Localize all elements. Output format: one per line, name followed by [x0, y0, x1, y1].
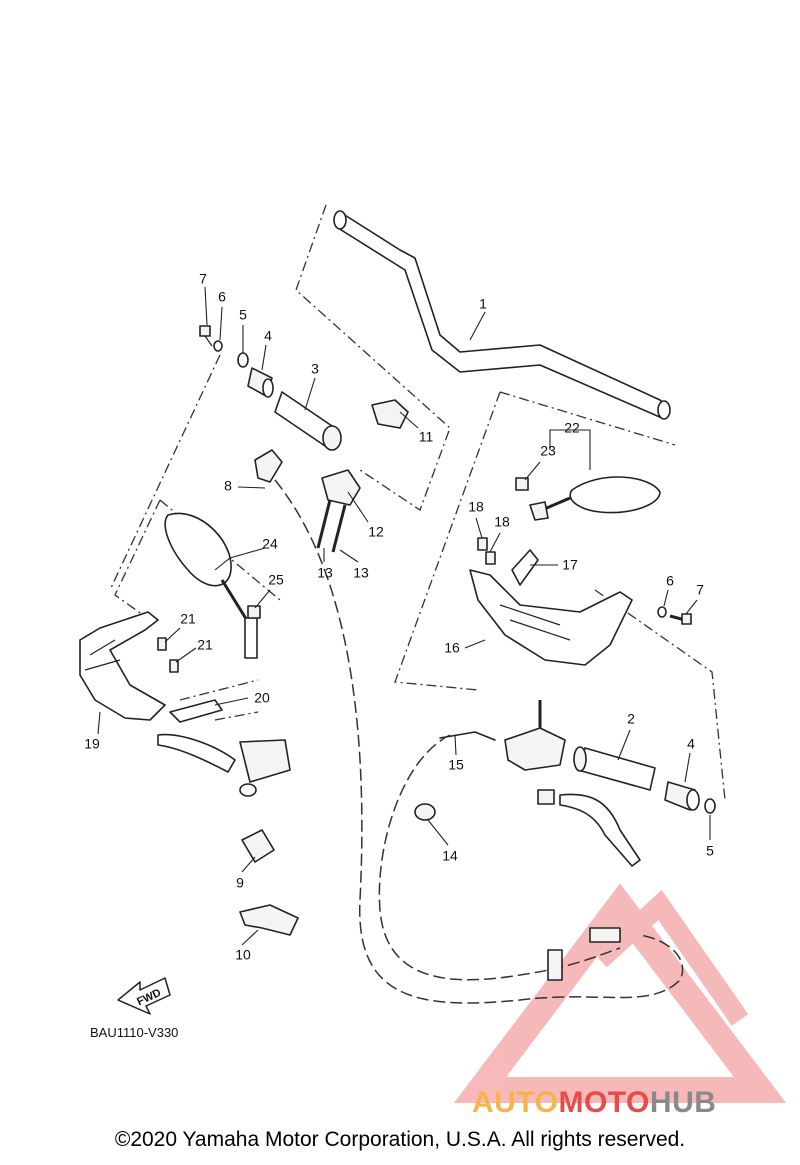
guard-screw-right-1[interactable]: [477, 537, 488, 551]
callout-4-right[interactable]: 4: [687, 736, 695, 752]
right-group-outline: [394, 391, 676, 691]
leader-lines: [97, 286, 711, 946]
throttle-cable: [274, 479, 684, 1004]
right-mirror[interactable]: [529, 476, 661, 521]
guard-bracket-left[interactable]: [169, 699, 223, 723]
left-grip[interactable]: [274, 391, 342, 451]
copyright-notice: ©2020 Yamaha Motor Corporation, U.S.A. A…: [114, 1128, 686, 1151]
callout-14[interactable]: 14: [442, 848, 458, 864]
callout-11[interactable]: 11: [419, 429, 434, 445]
guard-screw-2[interactable]: [169, 659, 179, 673]
screw-left[interactable]: [199, 325, 213, 347]
callout-5[interactable]: 5: [239, 307, 247, 323]
callout-18-b[interactable]: 18: [494, 514, 510, 530]
callout-3[interactable]: 3: [311, 361, 319, 377]
washer-right[interactable]: [704, 798, 716, 814]
watermark-auto: AUTO: [472, 1086, 558, 1119]
left-hand-guard[interactable]: [79, 611, 166, 721]
guard-screw-1[interactable]: [157, 637, 167, 651]
callout-21[interactable]: 21: [180, 611, 196, 627]
bar-end-weight-right[interactable]: [664, 781, 700, 811]
cable-end-8[interactable]: [254, 449, 283, 483]
holder-cap[interactable]: [371, 399, 409, 429]
callout-20[interactable]: 20: [254, 690, 270, 706]
screw-right[interactable]: [669, 613, 692, 625]
callout-13[interactable]: 13: [317, 565, 333, 581]
guard-screw-right-2[interactable]: [485, 551, 496, 565]
right-hand-guard[interactable]: [469, 569, 633, 666]
washer-left[interactable]: [237, 352, 249, 368]
callout-8[interactable]: 8: [224, 478, 232, 494]
watermark-text: AUTOMOTOHUB: [472, 1086, 716, 1119]
spring-washer-right[interactable]: [657, 606, 667, 618]
right-grip[interactable]: [573, 746, 656, 791]
fwd-arrow-icon: FWD: [117, 977, 171, 1015]
handlebar[interactable]: [333, 210, 671, 420]
lower-holder[interactable]: [321, 469, 361, 506]
mirror-nut-left[interactable]: [247, 605, 261, 619]
clutch-lever[interactable]: [559, 793, 641, 867]
cable-adjuster[interactable]: [547, 927, 621, 981]
lever-bracket-outline: [179, 679, 259, 721]
watermark-moto: MOTO: [558, 1086, 649, 1119]
watermark-hub: HUB: [650, 1086, 717, 1119]
callout-24[interactable]: 24: [262, 536, 278, 552]
throttle-cable-2: [378, 734, 621, 981]
callout-21-b[interactable]: 21: [197, 637, 213, 653]
diagram-code: BAU1110-V330: [90, 1025, 178, 1040]
callout-9[interactable]: 9: [236, 875, 244, 891]
callout-25[interactable]: 25: [268, 572, 284, 588]
callout-23[interactable]: 23: [540, 443, 556, 459]
callout-10[interactable]: 10: [235, 947, 251, 963]
callout-18[interactable]: 18: [468, 499, 484, 515]
clamp-9[interactable]: [241, 829, 275, 863]
callout-labels: 1 2 3 4 4 5 5 6 6 7 7 8 9 10 11 12 13 13…: [84, 271, 714, 963]
callout-12[interactable]: 12: [368, 524, 384, 540]
callout-16[interactable]: 16: [444, 640, 460, 656]
callout-17[interactable]: 17: [562, 557, 578, 573]
right-switch-outline: [594, 589, 726, 801]
callout-6[interactable]: 6: [218, 289, 226, 305]
callout-1[interactable]: 1: [479, 296, 487, 312]
callout-6-right[interactable]: 6: [666, 573, 674, 589]
switch-block-small[interactable]: [537, 789, 555, 805]
callout-2[interactable]: 2: [627, 711, 635, 727]
left-mirror[interactable]: [164, 512, 258, 659]
spring-washer-left[interactable]: [213, 340, 223, 352]
clamp-10[interactable]: [239, 904, 299, 936]
brake-master-cylinder[interactable]: [157, 733, 291, 797]
callout-13-b[interactable]: 13: [353, 565, 369, 581]
holder-bolt-2[interactable]: [331, 504, 347, 553]
mirror-nut-right[interactable]: [515, 477, 529, 491]
callout-5-right[interactable]: 5: [706, 843, 714, 859]
callout-19[interactable]: 19: [84, 736, 100, 752]
callout-15[interactable]: 15: [448, 757, 464, 773]
left-mount-outline: [109, 354, 221, 591]
callout-7[interactable]: 7: [199, 271, 207, 287]
cable-fitting-15[interactable]: [439, 731, 496, 741]
callout-7-right[interactable]: 7: [696, 582, 704, 598]
bar-end-weight[interactable]: [247, 367, 274, 398]
callout-4[interactable]: 4: [264, 328, 272, 344]
handlebar-group-outline: [295, 204, 451, 511]
callout-22[interactable]: 22: [564, 420, 580, 436]
holder-bolt-1[interactable]: [316, 499, 332, 549]
cable-holder-14[interactable]: [414, 803, 436, 821]
guard-bracket-right[interactable]: [511, 549, 539, 586]
throttle-housing[interactable]: [504, 700, 566, 771]
